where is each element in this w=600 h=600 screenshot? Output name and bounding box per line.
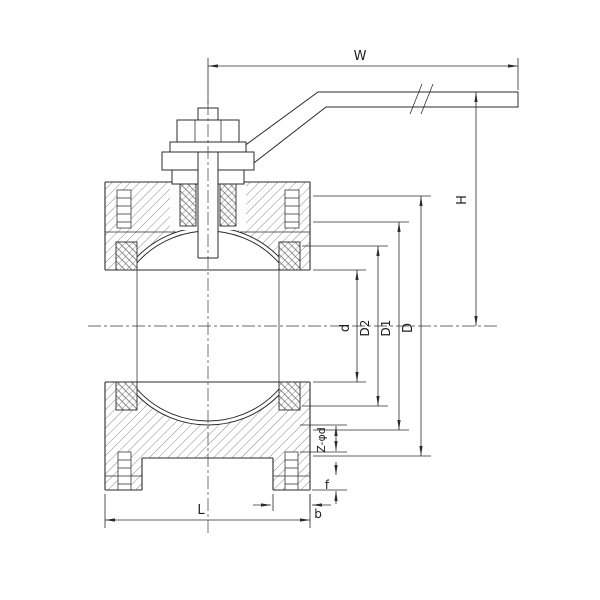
dim-label-w: W [354,49,367,64]
seat-ring [115,241,138,271]
seat-ring [278,241,301,271]
top-bolt-hole [284,189,300,229]
stem-packing [179,183,197,227]
break-mark [420,83,434,115]
dim-label-d: d [338,324,353,332]
dim-label-D: D [401,323,416,333]
centerlines [88,102,498,534]
dim-label-d2: D2 [358,320,372,337]
lug-bolt-hole [117,451,132,491]
top-bolt-hole [116,189,132,229]
dim-label-L: L [197,503,205,518]
dim-label-d1: D1 [379,320,393,337]
dim-label-zd: Z-φd [315,427,328,453]
dimension-annotations: W H d D2 D1 D Z-φd f [104,49,519,528]
seat-ring [115,381,138,411]
break-mark [409,83,423,115]
stem-packing [219,183,237,227]
seat-ring [278,381,301,411]
dim-label-h: H [455,195,470,205]
dim-label-b: b [314,507,322,521]
lug-bolt-hole [284,451,299,491]
dim-label-f: f [325,478,330,492]
